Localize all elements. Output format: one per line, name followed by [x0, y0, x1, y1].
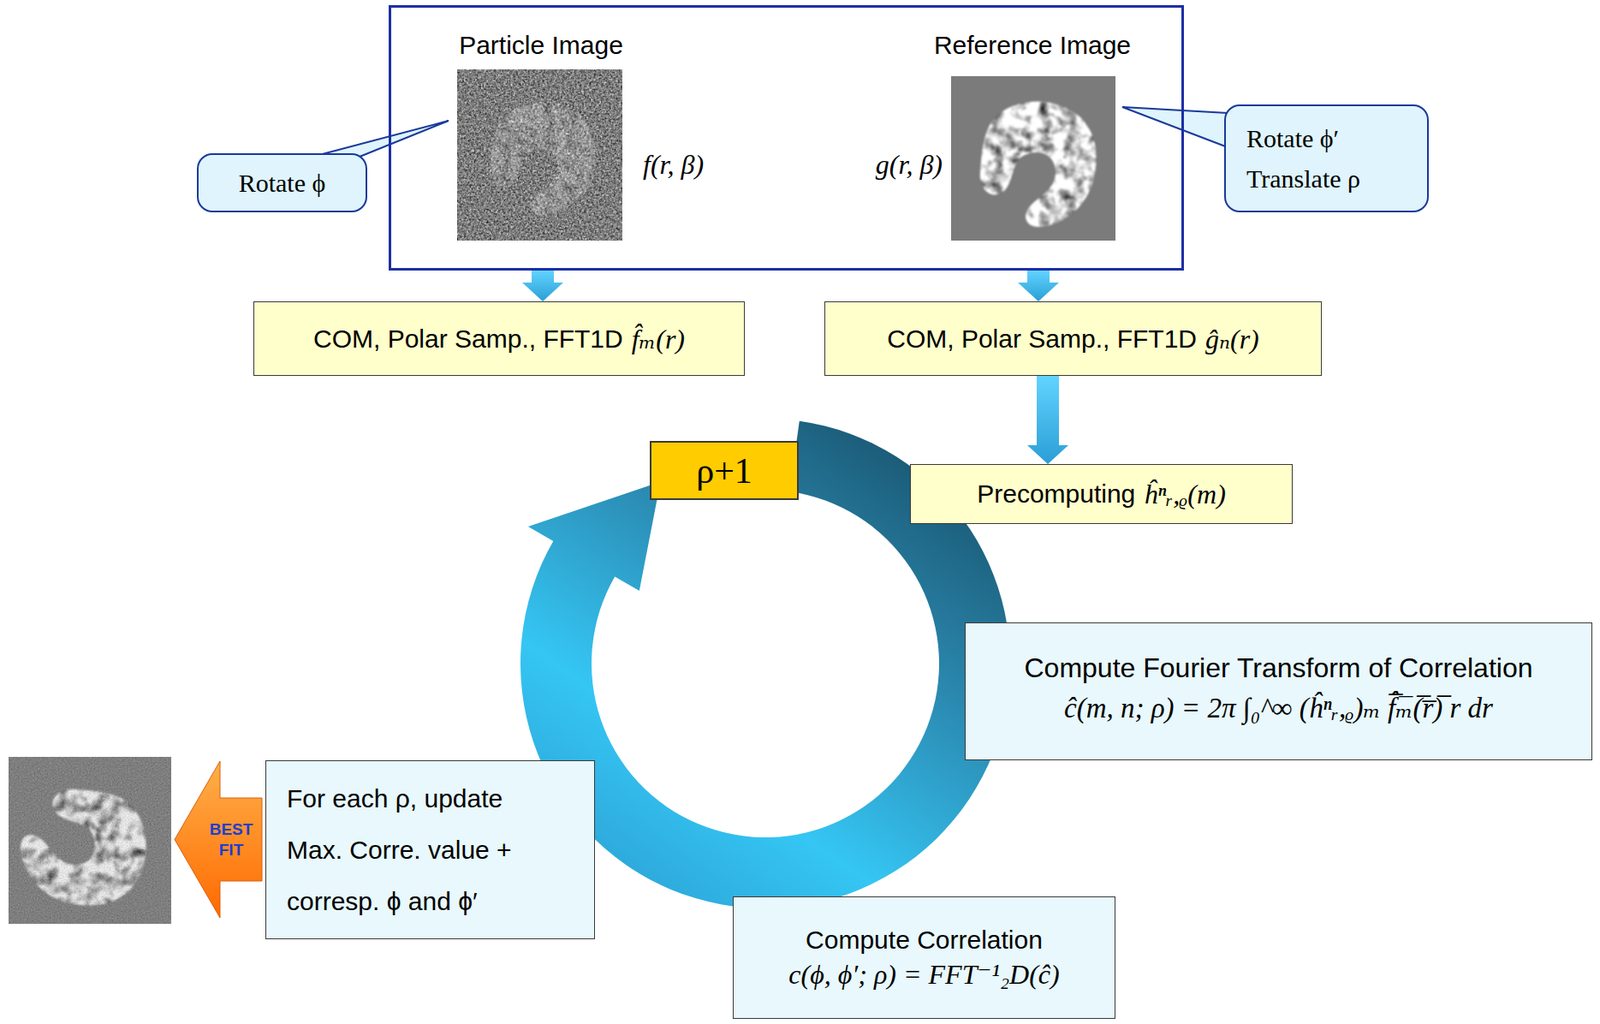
image-title: Particle Image: [458, 30, 624, 60]
callout-text: Translate ρ: [1246, 160, 1361, 198]
flow-arrow: [1027, 375, 1069, 464]
callout-bubble: Rotate ϕ: [196, 153, 368, 213]
callout-text: Rotate ϕ: [238, 164, 327, 203]
noise-field: [8, 756, 172, 924]
process-box: Precomputingĥⁿᵣ,ᵨ(m): [910, 463, 1293, 524]
particle-image: [457, 69, 623, 241]
process-box: Compute Fourier Transform of Correlation…: [964, 622, 1593, 761]
image-title: Reference Image: [933, 30, 1131, 60]
math-label: ĝₙ(r): [1205, 322, 1260, 356]
math-label: g(r, β): [875, 148, 943, 181]
image-ground: [951, 76, 1116, 241]
step-label: Precomputing: [976, 479, 1136, 509]
flow-arrow: [1017, 270, 1059, 302]
arrow-label: BEST FIT: [204, 819, 258, 861]
process-box: For each ρ, update Max. Corre. value + c…: [265, 760, 595, 940]
image-panel: Particle Image Reference Image f(r, β) g(r,…: [388, 5, 1184, 271]
process-box: COM, Polar Samp., FFT1D ĝₙ(r): [824, 301, 1322, 376]
arrow-shape: [173, 760, 263, 919]
callout-tail: [1122, 107, 1228, 148]
step-label: COM, Polar Samp., FFT1D: [313, 324, 624, 354]
image-ground: [8, 756, 172, 924]
noise-field: [457, 69, 623, 241]
callout-bubble: Rotate ϕ′Translate ρ: [1224, 104, 1429, 213]
callout-tail: [312, 120, 449, 157]
counter-box: ρ+1: [649, 440, 799, 500]
reference-image: [951, 76, 1116, 241]
step-label: Compute Fourier Transform of Correlation: [1024, 652, 1534, 685]
flow-arrow: [522, 270, 564, 302]
result-arrow: BEST FIT: [173, 760, 263, 919]
math-label: f(r, β): [642, 148, 704, 181]
callout-tail-outline: [1122, 107, 1228, 148]
reference-blob: [980, 101, 1097, 227]
formula: c(ϕ, ϕ′; ρ) = FFT⁻¹₂D(ĉ): [788, 957, 1059, 991]
counter-label: ρ+1: [695, 450, 753, 492]
step-label: Compute Correlation: [805, 925, 1043, 955]
math-label: f̂ₘ(r): [631, 322, 685, 356]
result-image: [8, 756, 172, 924]
callout-text: Rotate ϕ′: [1246, 119, 1339, 158]
process-box: COM, Polar Samp., FFT1Df̂ₘ(r): [253, 301, 745, 376]
noise-field: [457, 69, 623, 241]
process-box: Compute Correlationc(ϕ, ϕ′; ρ) = FFT⁻¹₂D…: [732, 896, 1116, 1019]
step-label: For each ρ, update Max. Corre. value + c…: [286, 773, 561, 928]
math-label: ĥⁿᵣ,ᵨ(m): [1143, 478, 1226, 511]
step-label: COM, Polar Samp., FFT1D: [886, 324, 1197, 354]
callout-tail-outline: [312, 120, 449, 157]
arrow-outline: [174, 761, 262, 918]
formula: ĉ(m, n; ρ) = 2π ∫₀^∞ (ĥⁿᵣ,ᵨ)ₘ f̂̅ₘ̅(̅r̅)…: [1064, 687, 1493, 731]
